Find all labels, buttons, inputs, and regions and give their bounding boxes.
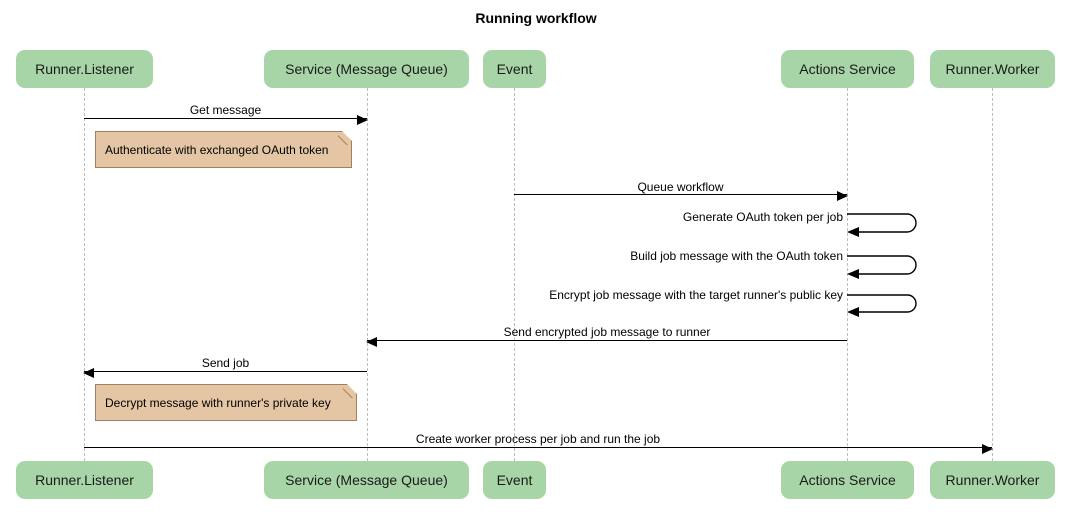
message-label-queue-workflow: Queue workflow: [637, 180, 724, 194]
message-label-send-encrypted-job-message: Send encrypted job message to runner: [503, 325, 711, 339]
participant-label: Service (Message Queue): [285, 61, 448, 77]
participant-footer-event[interactable]: Event: [483, 461, 546, 499]
self-message-generate-oauth-token: [847, 213, 920, 238]
participant-label: Runner.Listener: [35, 61, 134, 77]
participant-footer-runner-listener[interactable]: Runner.Listener: [16, 461, 153, 499]
lifeline-event: [514, 88, 515, 461]
participant-label: Service (Message Queue): [285, 472, 448, 488]
self-message-encrypt-job-message: [847, 294, 920, 318]
message-line-send-job: [83, 367, 367, 378]
lifeline-service-mq: [367, 88, 368, 461]
self-message-label-encrypt-job-message: Encrypt job message with the target runn…: [549, 288, 843, 302]
note-text: Authenticate with exchanged OAuth token: [105, 142, 329, 157]
arrowhead-right-icon: [982, 443, 993, 454]
lifeline-runner-listener: [84, 88, 85, 461]
note-decrypt-note: Decrypt message with runner's private ke…: [95, 384, 357, 421]
self-message-build-job-message: [847, 255, 920, 280]
lifeline-actions-service: [847, 88, 848, 461]
message-label-create-worker-process: Create worker process per job and run th…: [415, 432, 661, 446]
note-fold-corner-icon: [347, 384, 357, 394]
arrowhead-left-icon: [366, 336, 377, 347]
participant-label: Actions Service: [799, 472, 896, 488]
message-line-queue-workflow: [514, 190, 848, 201]
message-line-send-encrypted-job-message: [366, 336, 847, 347]
participant-label: Runner.Worker: [945, 472, 1040, 488]
message-label-send-job: Send job: [201, 356, 250, 370]
participant-label: Actions Service: [799, 61, 896, 77]
participant-label: Event: [496, 472, 533, 488]
participant-header-event[interactable]: Event: [483, 50, 546, 88]
message-line-get-message: [84, 114, 368, 125]
note-text: Decrypt message with runner's private ke…: [105, 395, 331, 410]
message-line-create-worker-process: [84, 443, 993, 454]
participant-footer-actions-service[interactable]: Actions Service: [781, 461, 914, 499]
arrowhead-left-icon: [83, 367, 94, 378]
participant-header-runner-worker[interactable]: Runner.Worker: [930, 50, 1055, 88]
participant-label: Runner.Listener: [35, 472, 134, 488]
participant-header-runner-listener[interactable]: Runner.Listener: [16, 50, 153, 88]
lifeline-runner-worker: [992, 88, 993, 461]
participant-header-service-mq[interactable]: Service (Message Queue): [264, 50, 469, 88]
participant-footer-runner-worker[interactable]: Runner.Worker: [930, 461, 1055, 499]
self-message-label-build-job-message: Build job message with the OAuth token: [630, 249, 843, 263]
page-title: Running workflow: [475, 10, 597, 26]
participant-header-actions-service[interactable]: Actions Service: [781, 50, 914, 88]
arrowhead-right-icon: [357, 114, 368, 125]
note-authenticate-note: Authenticate with exchanged OAuth token: [95, 131, 352, 168]
participant-label: Runner.Worker: [945, 61, 1040, 77]
message-label-get-message: Get message: [189, 103, 262, 117]
participant-label: Event: [496, 61, 533, 77]
note-fold-corner-icon: [342, 131, 352, 141]
arrowhead-right-icon: [837, 190, 848, 201]
self-message-label-generate-oauth-token: Generate OAuth token per job: [682, 210, 843, 224]
participant-footer-service-mq[interactable]: Service (Message Queue): [264, 461, 469, 499]
